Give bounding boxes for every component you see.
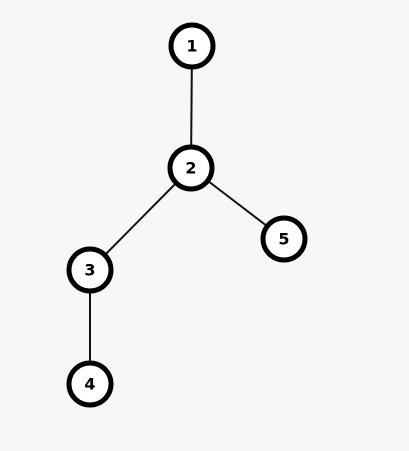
- node-5: 5: [260, 215, 308, 263]
- node-1-label: 1: [186, 37, 197, 56]
- node-2: 2: [167, 144, 215, 192]
- node-4: 4: [66, 360, 114, 408]
- node-5-label: 5: [278, 230, 289, 249]
- node-1: 1: [168, 22, 216, 70]
- node-2-label: 2: [185, 159, 196, 178]
- node-4-label: 4: [84, 375, 95, 394]
- edge-2-3: [89, 167, 192, 271]
- node-3: 3: [66, 246, 114, 294]
- node-3-label: 3: [84, 261, 95, 280]
